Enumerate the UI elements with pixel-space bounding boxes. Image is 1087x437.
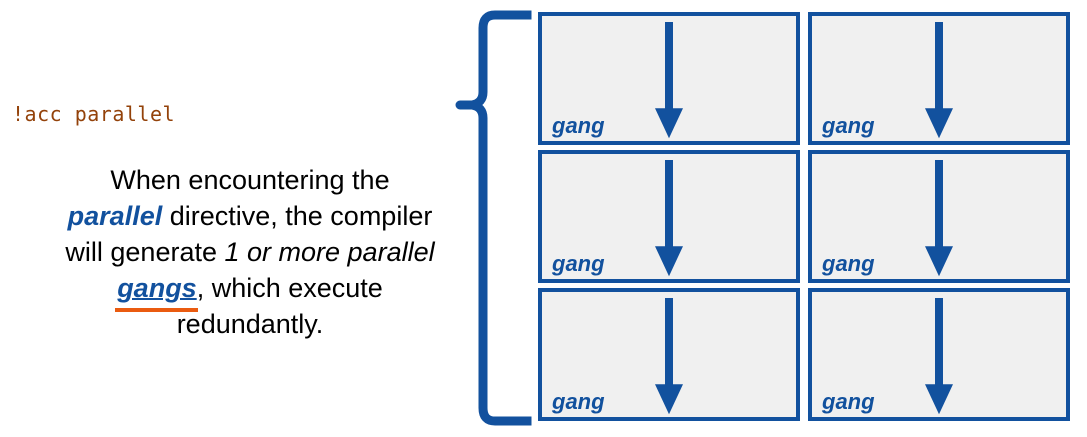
explanation-panel: !acc parallel When encountering the para… xyxy=(0,0,460,432)
gang-label: gang xyxy=(822,389,875,414)
gang-label: gang xyxy=(822,251,875,276)
gang-label: gang xyxy=(822,113,875,138)
down-arrow-icon xyxy=(653,160,685,279)
description-keyword-parallel: parallel xyxy=(67,201,163,231)
description-segment-0: When encountering the xyxy=(110,165,390,195)
gang-cell[interactable]: gang xyxy=(538,150,800,283)
down-arrow-icon xyxy=(923,160,955,279)
description-paragraph: When encountering the parallel directive… xyxy=(60,162,440,342)
gang-cell[interactable]: gang xyxy=(808,12,1070,145)
gang-cell[interactable]: gang xyxy=(538,288,800,421)
gang-label: gang xyxy=(552,113,605,138)
left-curly-brace-icon xyxy=(455,4,535,432)
description-emphasis-count: 1 or more parallel xyxy=(224,237,435,267)
directive-code-text: !acc parallel xyxy=(12,102,176,126)
description-segment-5: , which execute redundantly. xyxy=(176,273,383,339)
gang-cell[interactable]: gang xyxy=(538,12,800,145)
description-segment-2: directive, the compiler will generate xyxy=(65,201,433,267)
gang-cell[interactable]: gang xyxy=(808,150,1070,283)
gang-cell[interactable]: gang xyxy=(808,288,1070,421)
down-arrow-icon xyxy=(653,22,685,141)
down-arrow-icon xyxy=(923,22,955,141)
gang-label: gang xyxy=(552,251,605,276)
down-arrow-icon xyxy=(923,298,955,417)
gang-label: gang xyxy=(552,389,605,414)
gang-grid: gang gang gang gang gang xyxy=(538,12,1070,421)
description-keyword-gangs: gangs xyxy=(115,270,198,312)
down-arrow-icon xyxy=(653,298,685,417)
